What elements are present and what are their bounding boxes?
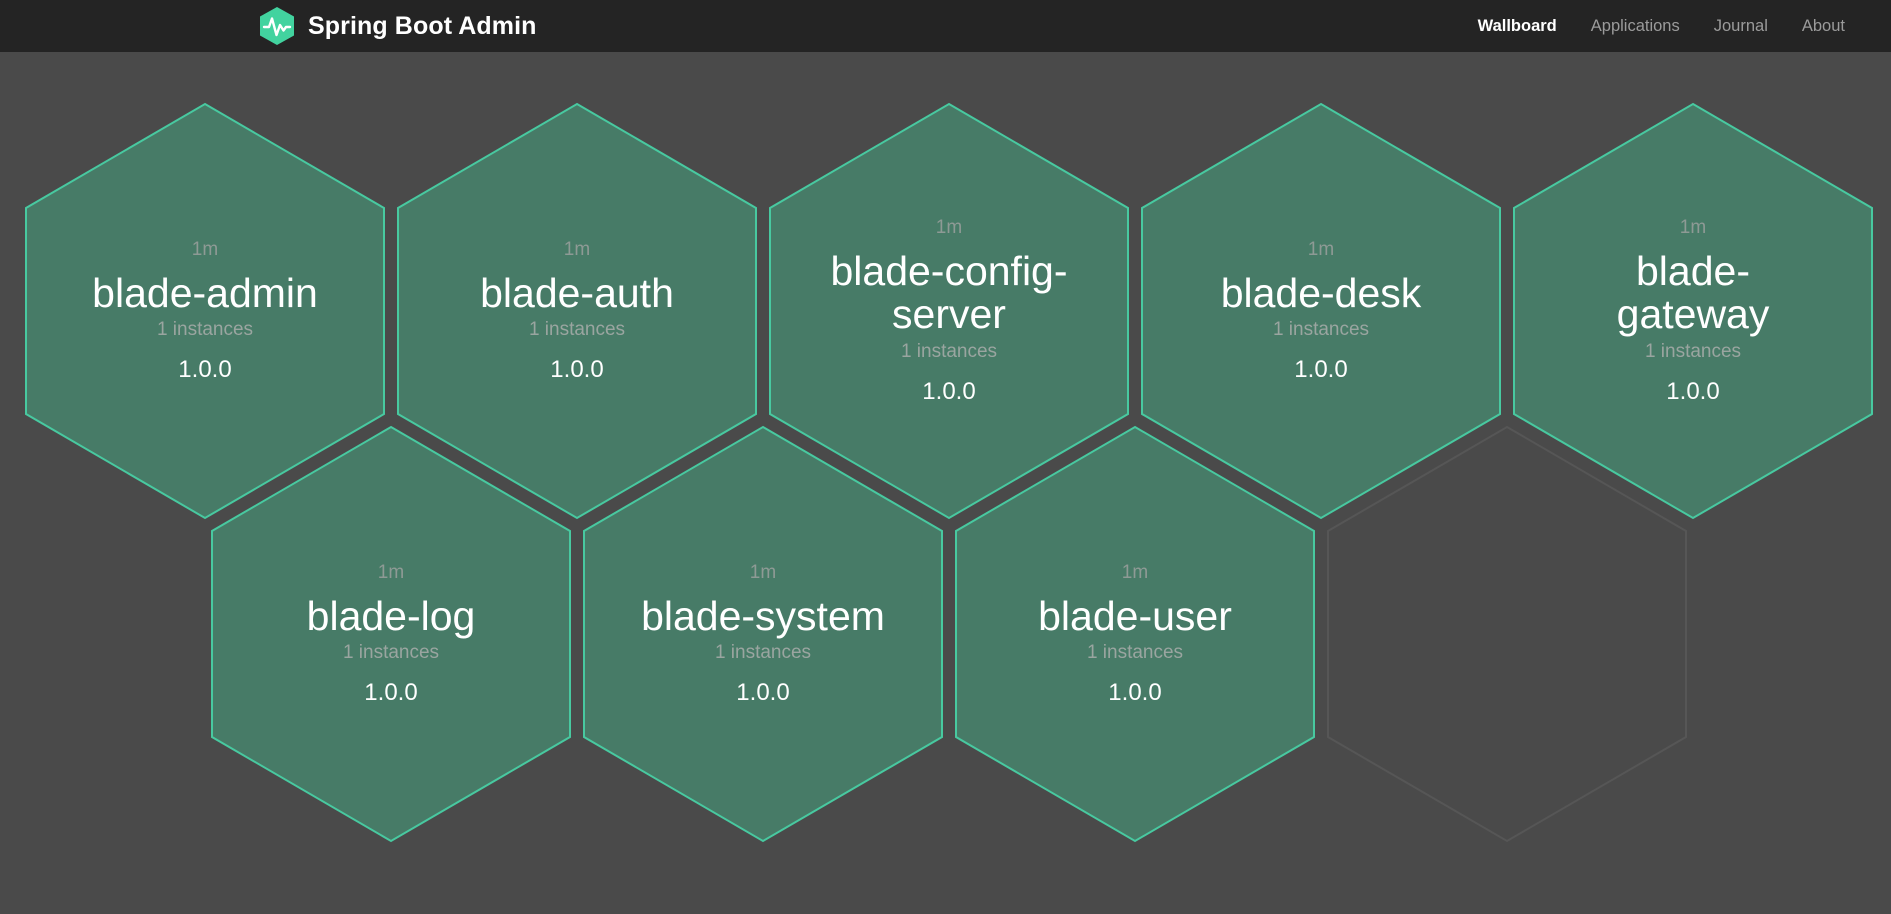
nav-item-journal[interactable]: Journal <box>1713 16 1768 35</box>
hexagon-shape <box>769 102 1129 520</box>
nav-item-wallboard[interactable]: Wallboard <box>1477 16 1557 35</box>
hexagon-shape <box>397 102 757 520</box>
hexagon-shape <box>955 425 1315 843</box>
hexagon-shape <box>1141 102 1501 520</box>
nav-item-applications[interactable]: Applications <box>1590 16 1680 35</box>
brand-link[interactable]: Spring Boot Admin <box>258 6 537 46</box>
main-nav: Wallboard Applications Journal About <box>1478 17 1845 36</box>
hexagon-shape <box>1513 102 1873 520</box>
hexagon-shape <box>211 425 571 843</box>
hexagon-shape <box>583 425 943 843</box>
application-hexagon-blade-log[interactable]: 1m blade-log 1 instances 1.0.0 <box>210 425 572 843</box>
top-navbar: Spring Boot Admin Wallboard Applications… <box>0 0 1891 52</box>
nav-item-about[interactable]: About <box>1801 16 1845 35</box>
heartbeat-hexagon-icon <box>258 6 296 46</box>
application-hexagon-blade-system[interactable]: 1m blade-system 1 instances 1.0.0 <box>582 425 944 843</box>
hexagon-outline-shape <box>1327 425 1687 843</box>
empty-hexagon-placeholder <box>1326 425 1688 843</box>
hexagon-shape <box>25 102 385 520</box>
application-hexagon-blade-user[interactable]: 1m blade-user 1 instances 1.0.0 <box>954 425 1316 843</box>
wallboard-grid: 1m blade-admin 1 instances 1.0.0 1m blad… <box>0 52 1891 914</box>
brand-title: Spring Boot Admin <box>308 11 537 40</box>
